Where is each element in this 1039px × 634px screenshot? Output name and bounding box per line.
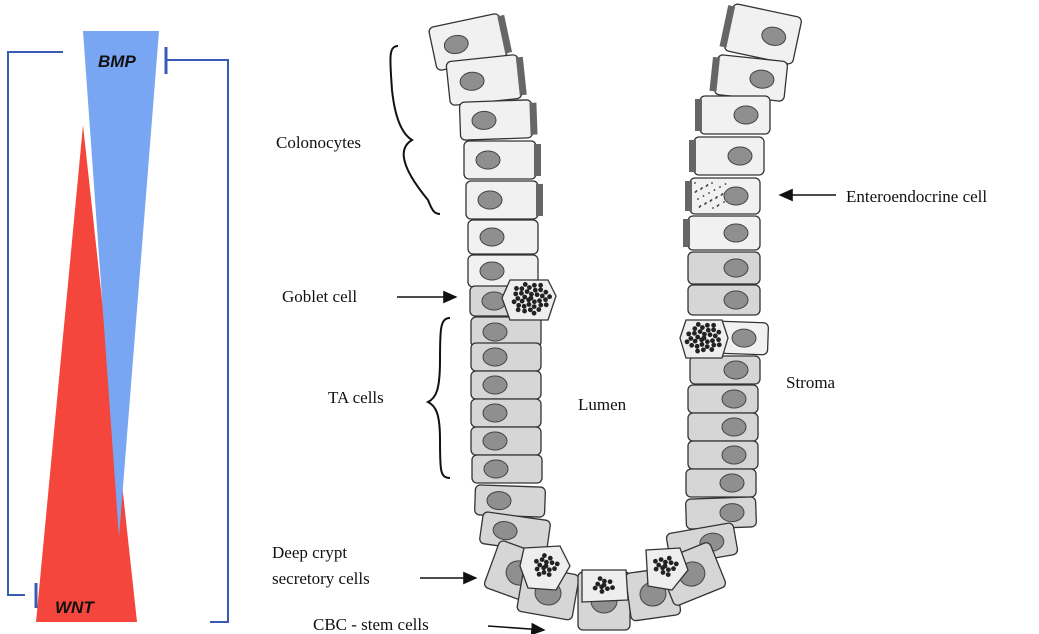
colonocytes-brace: [390, 46, 440, 214]
crypt-cell: [471, 343, 541, 371]
crypt-cell: [472, 455, 542, 483]
crypt-cell: [471, 427, 541, 455]
crypt-epithelium: [428, 2, 802, 630]
colonocyte-cell: [459, 100, 537, 141]
cbc-arrow: [488, 626, 544, 630]
bmp-inhibition-bracket: [166, 60, 228, 622]
annotations: [390, 46, 836, 630]
colonocyte-cell: [466, 181, 543, 219]
stroma-label: Stroma: [786, 373, 836, 392]
crypt-cell: [688, 385, 758, 413]
ta-cells-label: TA cells: [328, 388, 384, 407]
ta-cells-brace: [428, 318, 450, 478]
wnt-label: WNT: [55, 598, 95, 617]
crypt-cell: [709, 54, 788, 102]
crypt-cell: [688, 413, 758, 441]
enteroendocrine-cell: [685, 178, 760, 214]
goblet-cell-label: Goblet cell: [282, 287, 357, 306]
crypt-cell: [471, 399, 541, 427]
colonocytes-label: Colonocytes: [276, 133, 361, 152]
crypt-cell: [683, 216, 760, 250]
crypt-cell: [689, 137, 764, 175]
cbc-label: CBC - stem cells: [313, 615, 429, 634]
lumen-label: Lumen: [578, 395, 627, 414]
crypt-cell: [690, 356, 760, 384]
gradient-panel: BMP WNT: [8, 31, 228, 622]
secretory-granule-cell: [582, 570, 628, 602]
secretory-granule-cell: [502, 280, 556, 320]
crypt-cell: [688, 441, 758, 469]
labels: Colonocytes Goblet cell TA cells Deep cr…: [272, 133, 987, 634]
crypt-cell: [468, 220, 538, 254]
enteroendocrine-label: Enteroendocrine cell: [846, 187, 987, 206]
crypt-cell: [686, 469, 756, 497]
colonocyte-cell: [446, 54, 527, 106]
crypt-cell: [688, 285, 760, 315]
deep-crypt-label-line1: Deep crypt: [272, 543, 347, 562]
bmp-label: BMP: [98, 52, 136, 71]
deep-crypt-label-line2: secretory cells: [272, 569, 370, 588]
crypt-cell: [695, 96, 770, 134]
colonocyte-cell: [464, 141, 541, 179]
crypt-cell: [688, 252, 760, 284]
crypt-cell: [471, 371, 541, 399]
secretory-granule-cell: [680, 320, 728, 358]
